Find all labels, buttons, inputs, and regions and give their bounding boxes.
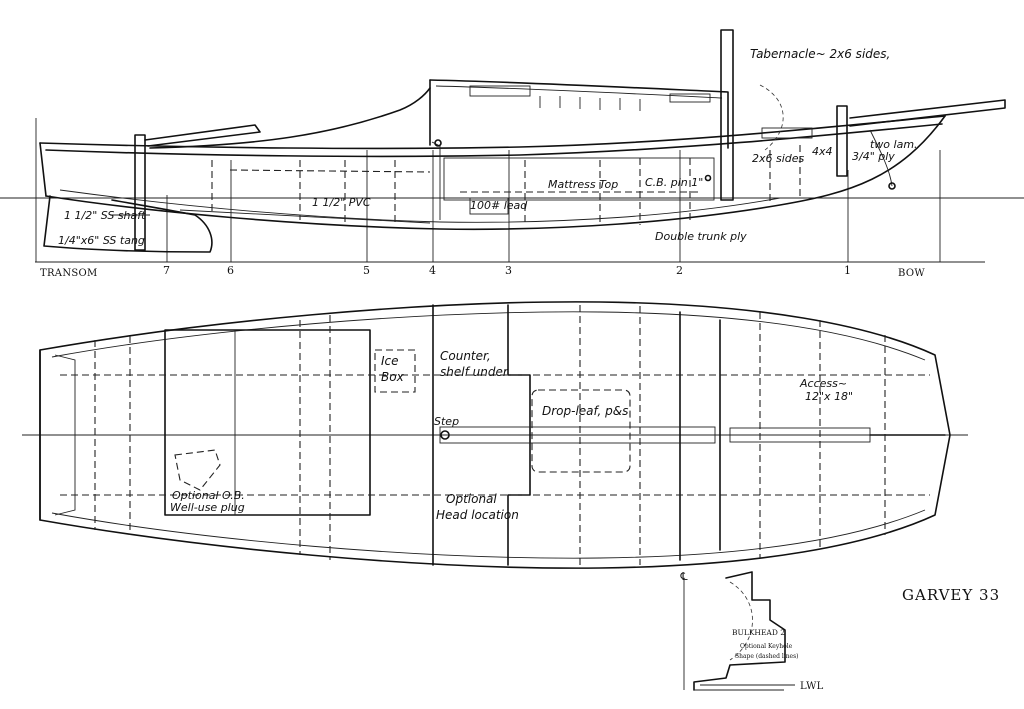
plan-inner-sheer-port (51, 311, 926, 361)
sheer-inner-line (45, 123, 943, 158)
plan-hull-outline (39, 301, 951, 569)
foredeck-hatch (761, 127, 813, 139)
ob-well-outline (174, 449, 221, 491)
label-double-trunk: Double trunk ply (655, 230, 747, 243)
profile-interior-dashes (211, 145, 801, 225)
bulkhead-outline (693, 571, 786, 691)
mast-lowering-arc (759, 84, 784, 151)
transom-edge (39, 142, 47, 197)
bowsprit (849, 99, 1006, 127)
bow-eye (888, 182, 896, 190)
label-drop-leaf: Drop-leaf, p&s (542, 404, 628, 418)
drop-leaf-table (531, 389, 631, 473)
stem-brace (869, 129, 893, 187)
station-numbers: 7 6 5 4 3 2 1 (163, 264, 851, 277)
ice-box-outline (374, 349, 416, 393)
station-1: 1 (844, 264, 851, 277)
tiller (144, 124, 261, 147)
label-shelf-under: shelf under (440, 365, 509, 379)
label-optional: Optional (446, 492, 497, 506)
cockpit-well (164, 329, 371, 516)
pvc-pipe (179, 209, 431, 224)
label-bow: BOW (898, 268, 925, 279)
plan-inner-sheer-stbd (51, 509, 926, 559)
label-ss-tang: 1/4"x6" SS tang (58, 234, 145, 247)
cabin-hatch-aft (469, 85, 531, 97)
cabin-stanchions (539, 96, 641, 111)
lead-ballast (469, 197, 509, 215)
label-cb-pin: C.B. pin 1" (645, 176, 703, 189)
sampson-post (836, 105, 848, 177)
label-bulkhead-2: BULKHEAD 2 (732, 628, 785, 637)
centerline-symbol: ℄ (679, 570, 689, 583)
plan-cb-trunk (439, 426, 716, 444)
station-5: 5 (363, 264, 370, 277)
label-step: Step (434, 415, 459, 428)
station-7: 7 (163, 264, 170, 277)
cabin-top (429, 79, 729, 149)
rudder-shaft (134, 134, 146, 251)
plan-transom-inner (54, 354, 76, 516)
station-4: 4 (429, 264, 436, 277)
label-well-use-plug: Well-use plug (170, 501, 245, 514)
sheer-line (39, 115, 946, 150)
label-access-size: 12"x 18" (805, 390, 853, 403)
label-ply: 3/4" ply (852, 150, 895, 163)
station-3: 3 (505, 264, 512, 277)
plan-frame-dashes (60, 305, 930, 565)
chine-line (59, 189, 781, 223)
profile-station-ticks (166, 150, 849, 262)
label-4x4: 4x4 (812, 145, 833, 158)
label-mattress-top: Mattress Top (548, 178, 618, 191)
label-access: Access~ (799, 377, 847, 390)
cb-pin (704, 174, 712, 182)
label-keyhole-2: Shape (dashed lines) (735, 653, 799, 660)
cockpit-coaming (149, 87, 431, 149)
label-lead: 100# lead (470, 199, 528, 212)
label-optional-ob: Optional O.B. (172, 489, 245, 502)
step-marker (440, 430, 450, 440)
label-box: Box (381, 370, 405, 384)
centerboard-trunk (443, 157, 715, 201)
bulkhead-detail: ℄ BULKHEAD 2 Optional Keyhole Shape (das… (679, 570, 824, 692)
label-lwl: LWL (800, 681, 824, 692)
label-tabernacle: Tabernacle~ 2x6 sides, (750, 47, 890, 61)
label-head-location: Head location (436, 508, 519, 522)
drawing-title: GARVEY 33 (902, 586, 1000, 604)
companionway-hinge (434, 139, 442, 147)
station-6: 6 (227, 264, 234, 277)
keyhole-dashed (729, 581, 753, 661)
label-pvc: 1 1/2" PVC (312, 196, 371, 209)
label-ice: Ice (381, 354, 399, 368)
label-transom: TRANSOM (40, 268, 98, 279)
profile-view: Tabernacle~ 2x6 sides, 2x6 sides 4x4 two… (0, 29, 1024, 279)
label-two-lam: two lam. (870, 138, 918, 151)
cabin-hatch-fwd (669, 93, 711, 103)
label-keyhole-1: Optional Keyhole (740, 643, 793, 650)
rudder-blade (43, 195, 213, 253)
plan-view: Ice Box Counter, shelf under Step Drop-l… (22, 301, 968, 569)
hull-bottom (45, 115, 946, 231)
label-counter: Counter, (440, 349, 491, 363)
tabernacle-mast (720, 29, 734, 201)
station-2: 2 (676, 264, 683, 277)
label-ss-shaft: 1 1/2" SS shaft (64, 209, 146, 222)
label-2x6-sides: 2x6 sides (752, 152, 805, 165)
bulkhead-3 (507, 304, 531, 566)
